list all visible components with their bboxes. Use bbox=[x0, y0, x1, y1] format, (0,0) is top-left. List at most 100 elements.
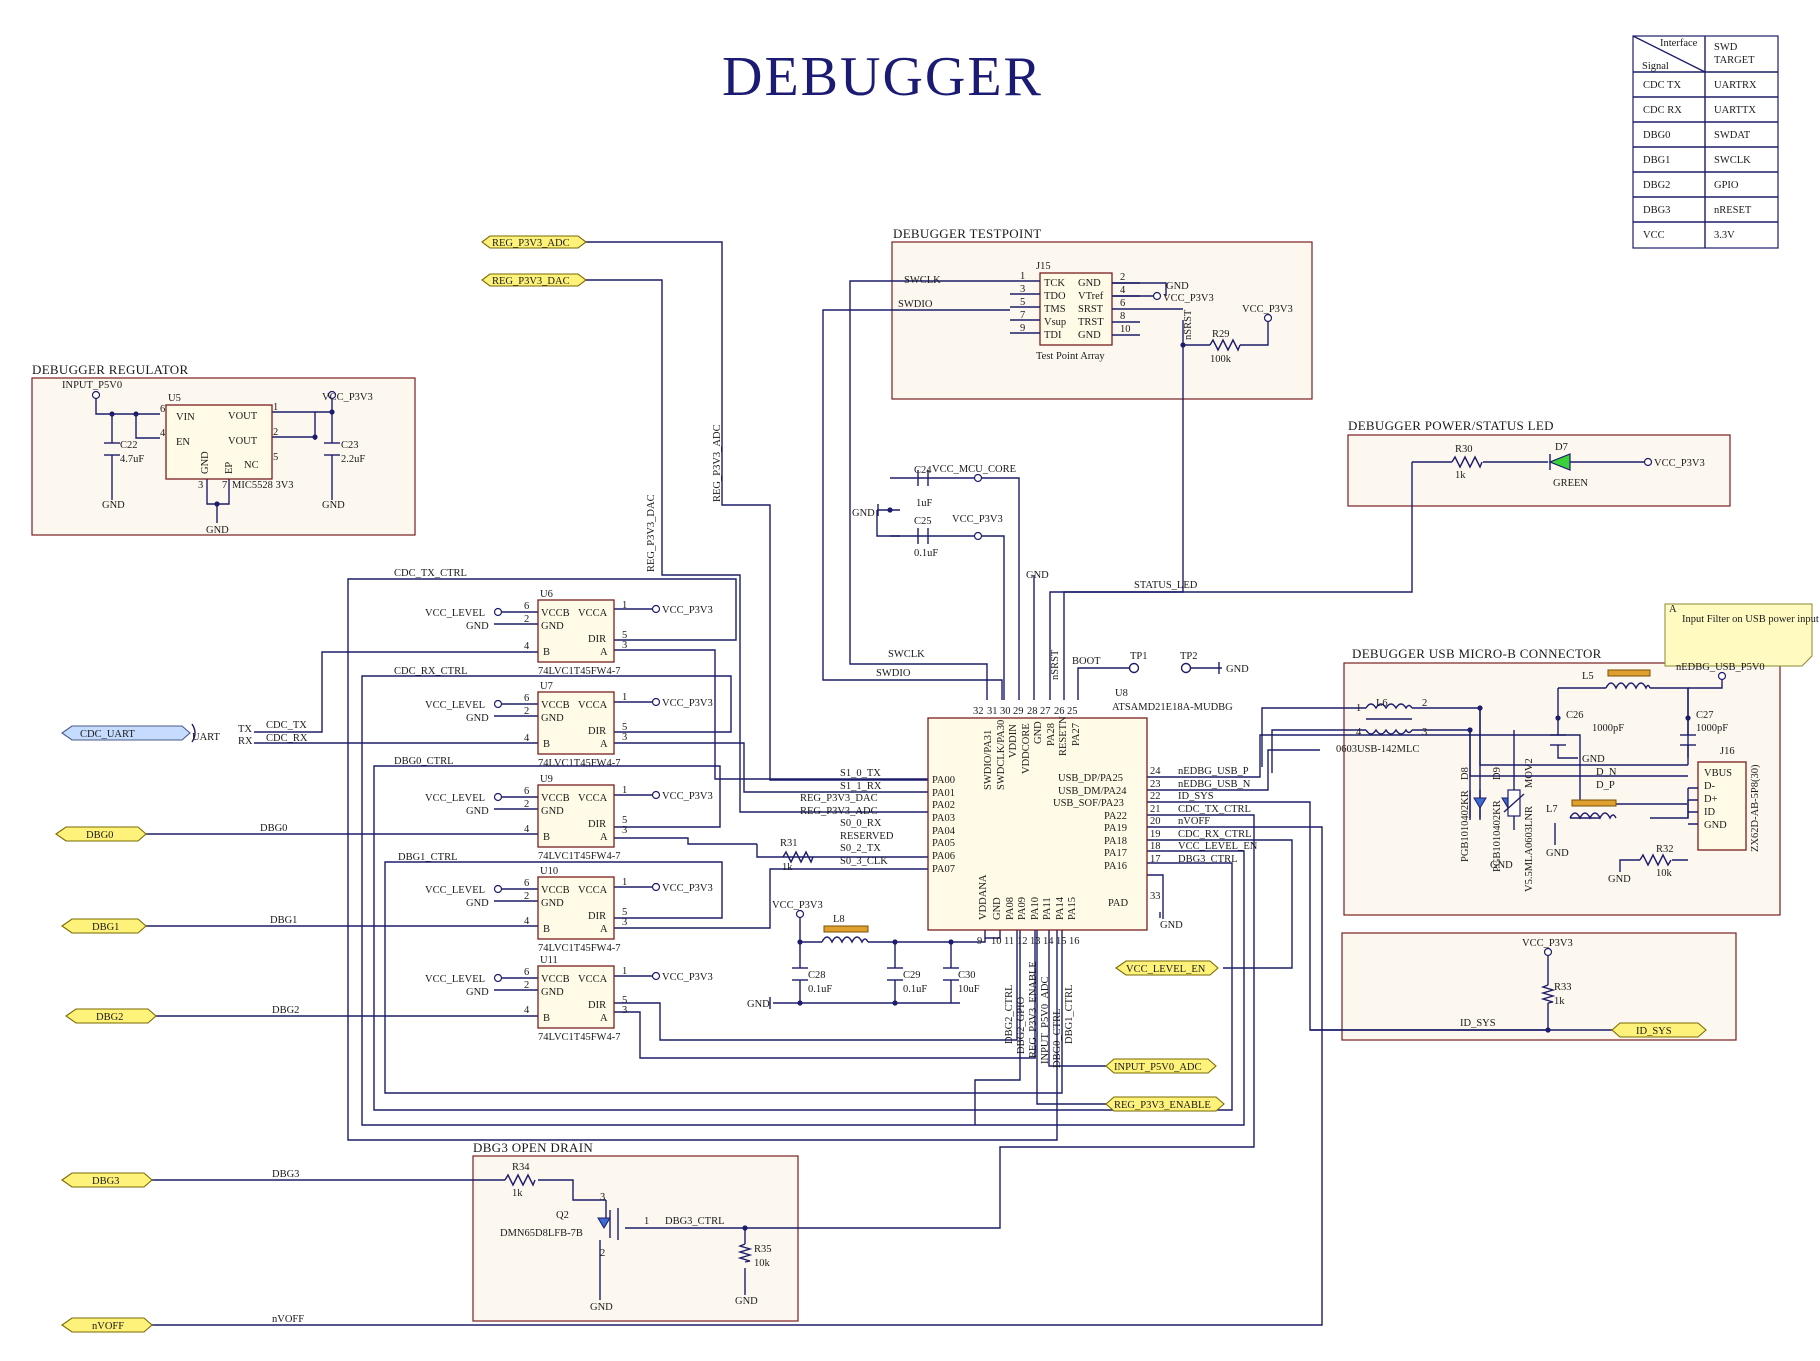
svg-text:BOOT: BOOT bbox=[1072, 656, 1101, 667]
svg-text:D8: D8 bbox=[1460, 767, 1471, 780]
svg-text:VDDIN: VDDIN bbox=[1008, 724, 1019, 758]
svg-text:PA16: PA16 bbox=[1104, 861, 1127, 872]
svg-text:VCC_P3V3: VCC_P3V3 bbox=[662, 972, 713, 983]
svg-text:nVOFF: nVOFF bbox=[92, 1321, 124, 1332]
led-d7: D7 GREEN bbox=[1548, 442, 1588, 489]
table-cell: UARTRX bbox=[1714, 80, 1757, 91]
led-section bbox=[1347, 434, 1731, 507]
svg-text:S0_0_RX: S0_0_RX bbox=[840, 818, 882, 829]
svg-text:3: 3 bbox=[622, 825, 627, 836]
svg-text:SWDIO: SWDIO bbox=[876, 668, 911, 679]
svg-text:22: 22 bbox=[1150, 791, 1161, 802]
net-label: DBG3_CTRL bbox=[665, 1216, 725, 1227]
svg-text:DBG3_CTRL: DBG3_CTRL bbox=[1178, 854, 1238, 865]
svg-text:3: 3 bbox=[622, 640, 627, 651]
net-label: VCC_P3V3 bbox=[1654, 458, 1705, 469]
svg-text:0.1uF: 0.1uF bbox=[808, 984, 832, 995]
svg-text:DBG0_CTRL: DBG0_CTRL bbox=[1052, 1008, 1063, 1068]
svg-text:21: 21 bbox=[1150, 804, 1161, 815]
svg-text:CDC_RX: CDC_RX bbox=[266, 733, 308, 744]
svg-text:J16: J16 bbox=[1720, 746, 1735, 757]
net-label: VCC_P3V3 bbox=[322, 392, 373, 403]
net-label: GND bbox=[322, 500, 345, 511]
svg-text:31: 31 bbox=[987, 706, 998, 717]
svg-text:18: 18 bbox=[1150, 841, 1161, 852]
port-dbg0: DBG0 DBG0 bbox=[55, 823, 287, 842]
svg-text:DBG2: DBG2 bbox=[96, 1012, 123, 1023]
table-cell: CDC TX bbox=[1643, 80, 1681, 91]
svg-text:PA07: PA07 bbox=[932, 864, 955, 875]
svg-text:74LVC1T45FW4-7: 74LVC1T45FW4-7 bbox=[538, 1032, 620, 1043]
svg-text:5: 5 bbox=[622, 630, 627, 641]
net-wires bbox=[95, 241, 1689, 1326]
svg-text:USB_SOF/PA23: USB_SOF/PA23 bbox=[1053, 798, 1124, 809]
svg-text:DBG1_CTRL: DBG1_CTRL bbox=[1064, 984, 1075, 1044]
svg-text:USB_DP/PA25: USB_DP/PA25 bbox=[1058, 773, 1123, 784]
usb-connector-j16: J16 VBUS D- D+ ID GND ZX62D-AB-5P8(30) bbox=[1697, 746, 1761, 852]
svg-text:UART: UART bbox=[192, 732, 221, 743]
svg-text:C24: C24 bbox=[914, 465, 932, 476]
id-sys-section bbox=[1341, 932, 1737, 1041]
power-port bbox=[1152, 291, 1162, 301]
svg-text:Test Point Array: Test Point Array bbox=[1036, 351, 1105, 362]
svg-text:TP1: TP1 bbox=[1130, 651, 1148, 662]
svg-text:nEDBG_USB_P: nEDBG_USB_P bbox=[1178, 766, 1249, 777]
table-header-target-2: TARGET bbox=[1714, 55, 1755, 66]
svg-text:PGB1010402KR: PGB1010402KR bbox=[1492, 800, 1503, 872]
svg-text:ZX62D-AB-5P8(30): ZX62D-AB-5P8(30) bbox=[1750, 764, 1761, 852]
svg-text:REG_P3V3_ADC: REG_P3V3_ADC bbox=[492, 238, 570, 249]
svg-text:REG_P3V3_ENABLE: REG_P3V3_ENABLE bbox=[1114, 1100, 1211, 1111]
svg-text:4: 4 bbox=[160, 428, 166, 439]
tvs-diode-d8: D8 PGB1010402KR bbox=[1460, 767, 1487, 862]
svg-text:R33: R33 bbox=[1554, 982, 1572, 993]
svg-text:DBG1: DBG1 bbox=[92, 922, 119, 933]
svg-text:2.2uF: 2.2uF bbox=[341, 454, 365, 465]
svg-text:4: 4 bbox=[524, 1005, 530, 1016]
svg-text:2: 2 bbox=[1422, 698, 1427, 709]
svg-text:10k: 10k bbox=[1656, 868, 1673, 879]
svg-text:74LVC1T45FW4-7: 74LVC1T45FW4-7 bbox=[538, 758, 620, 769]
svg-text:VCC_P3V3: VCC_P3V3 bbox=[662, 883, 713, 894]
svg-text:32: 32 bbox=[973, 706, 984, 717]
svg-text:PA10: PA10 bbox=[1030, 897, 1041, 920]
ground-symbols bbox=[769, 292, 1220, 1009]
svg-text:RESETN: RESETN bbox=[1058, 716, 1069, 756]
svg-text:3: 3 bbox=[600, 1192, 605, 1203]
net-label: VCC_MCU_CORE bbox=[932, 464, 1016, 475]
section-title-led: DEBUGGER POWER/STATUS LED bbox=[1348, 418, 1554, 433]
wire bbox=[1688, 680, 1723, 689]
svg-text:C27: C27 bbox=[1696, 710, 1714, 721]
svg-text:27: 27 bbox=[1040, 706, 1051, 717]
svg-text:DBG2_GPIO: DBG2_GPIO bbox=[1016, 996, 1027, 1054]
mcu-left-labels: S1_0_TX S1_1_RX REG_P3V3_DAC REG_P3V3_AD… bbox=[800, 649, 1101, 867]
power-port bbox=[973, 531, 983, 541]
svg-text:PA05: PA05 bbox=[932, 838, 955, 849]
svg-text:1: 1 bbox=[1020, 271, 1025, 282]
svg-text:GND: GND bbox=[466, 713, 489, 724]
capacitor-c22: C22 4.7uF bbox=[104, 440, 144, 465]
svg-text:TMS: TMS bbox=[1044, 304, 1066, 315]
svg-text:A: A bbox=[1669, 604, 1677, 615]
svg-text:5: 5 bbox=[622, 815, 627, 826]
svg-text:5: 5 bbox=[273, 452, 278, 463]
svg-text:DBG0: DBG0 bbox=[86, 830, 113, 841]
svg-text:J15: J15 bbox=[1036, 261, 1051, 272]
level-shifter-u11: U11 VCCB VCCA GND DIR B A 74LVC1T45FW4-7… bbox=[524, 955, 627, 1043]
svg-text:SWDIO/PA31: SWDIO/PA31 bbox=[983, 730, 994, 790]
varistor-mov2: MOV2 V5.5MLA0603LNR bbox=[1503, 758, 1535, 892]
svg-text:2: 2 bbox=[273, 427, 278, 438]
net-label: REG_P3V3_ADC bbox=[712, 424, 723, 502]
power-port bbox=[1263, 313, 1273, 323]
level-shifter-u6: U6 VCCB VCCA GND DIR B A 74LVC1T45FW4-7 … bbox=[524, 589, 627, 677]
svg-text:PA00: PA00 bbox=[932, 775, 955, 786]
svg-text:C22: C22 bbox=[120, 440, 138, 451]
svg-text:VCCB: VCCB bbox=[541, 608, 570, 619]
svg-text:1k: 1k bbox=[782, 862, 793, 873]
port-id-sys: ID_SYS bbox=[1611, 1022, 1707, 1038]
svg-text:1000pF: 1000pF bbox=[1696, 723, 1728, 734]
svg-text:1: 1 bbox=[622, 785, 627, 796]
test-point-array-j15: J15 Test Point Array 1 3 5 7 9 TCK TDO T… bbox=[1010, 261, 1183, 362]
svg-text:A: A bbox=[600, 832, 608, 843]
svg-text:C29: C29 bbox=[903, 970, 921, 981]
svg-text:ID_SYS: ID_SYS bbox=[1636, 1026, 1672, 1037]
